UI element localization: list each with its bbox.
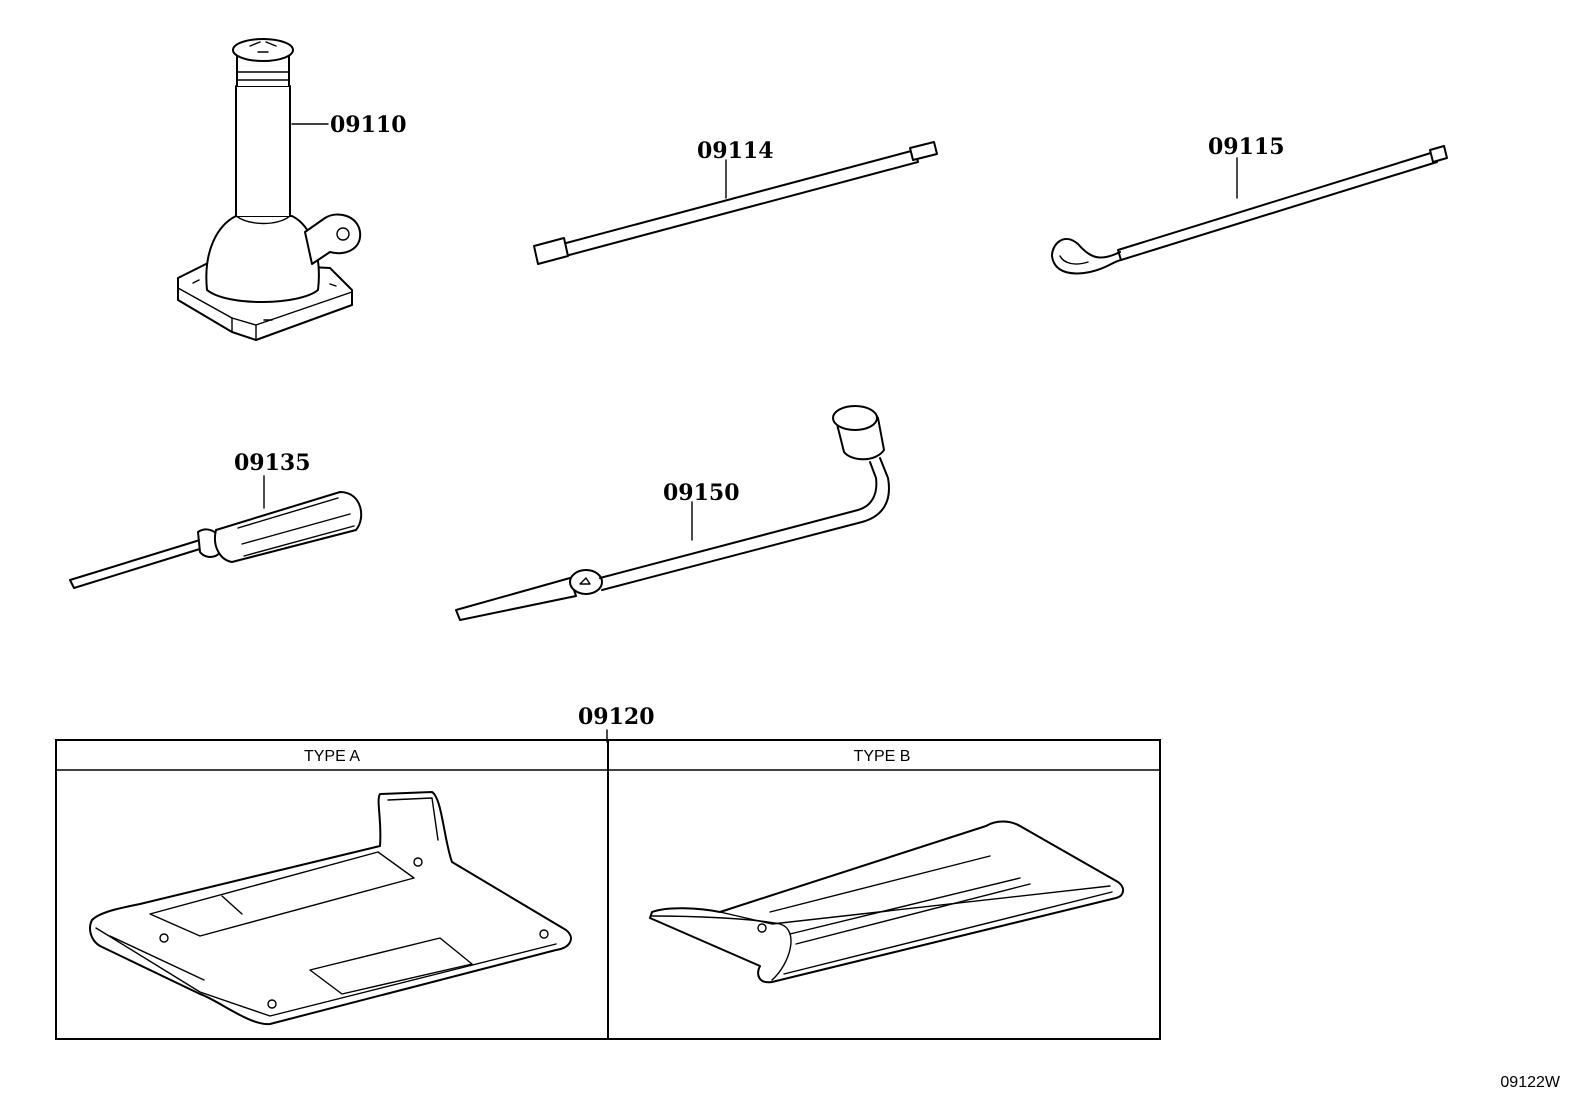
tray-table xyxy=(55,739,1161,1040)
type-b-header: TYPE B xyxy=(854,748,911,765)
figure-code: 09122W xyxy=(1500,1074,1560,1091)
type-a-header: TYPE A xyxy=(304,748,360,765)
jack-illustration xyxy=(177,38,362,341)
tray-part-number: 09120 xyxy=(578,704,655,730)
lug-wrench-illustration xyxy=(455,405,890,621)
tray-type-a-illustration xyxy=(89,791,572,1026)
screwdriver-part-number: 09135 xyxy=(234,450,311,476)
lug-wrench-part-number: 09150 xyxy=(663,480,740,506)
hook-handle-illustration xyxy=(1051,145,1448,275)
screwdriver-illustration xyxy=(69,475,363,589)
handle-part-number: 09114 xyxy=(697,138,774,164)
hook-handle-part-number: 09115 xyxy=(1208,134,1285,160)
handle-illustration xyxy=(533,141,938,265)
tray-type-b-illustration xyxy=(649,820,1124,984)
jack-part-number: 09110 xyxy=(330,112,407,138)
